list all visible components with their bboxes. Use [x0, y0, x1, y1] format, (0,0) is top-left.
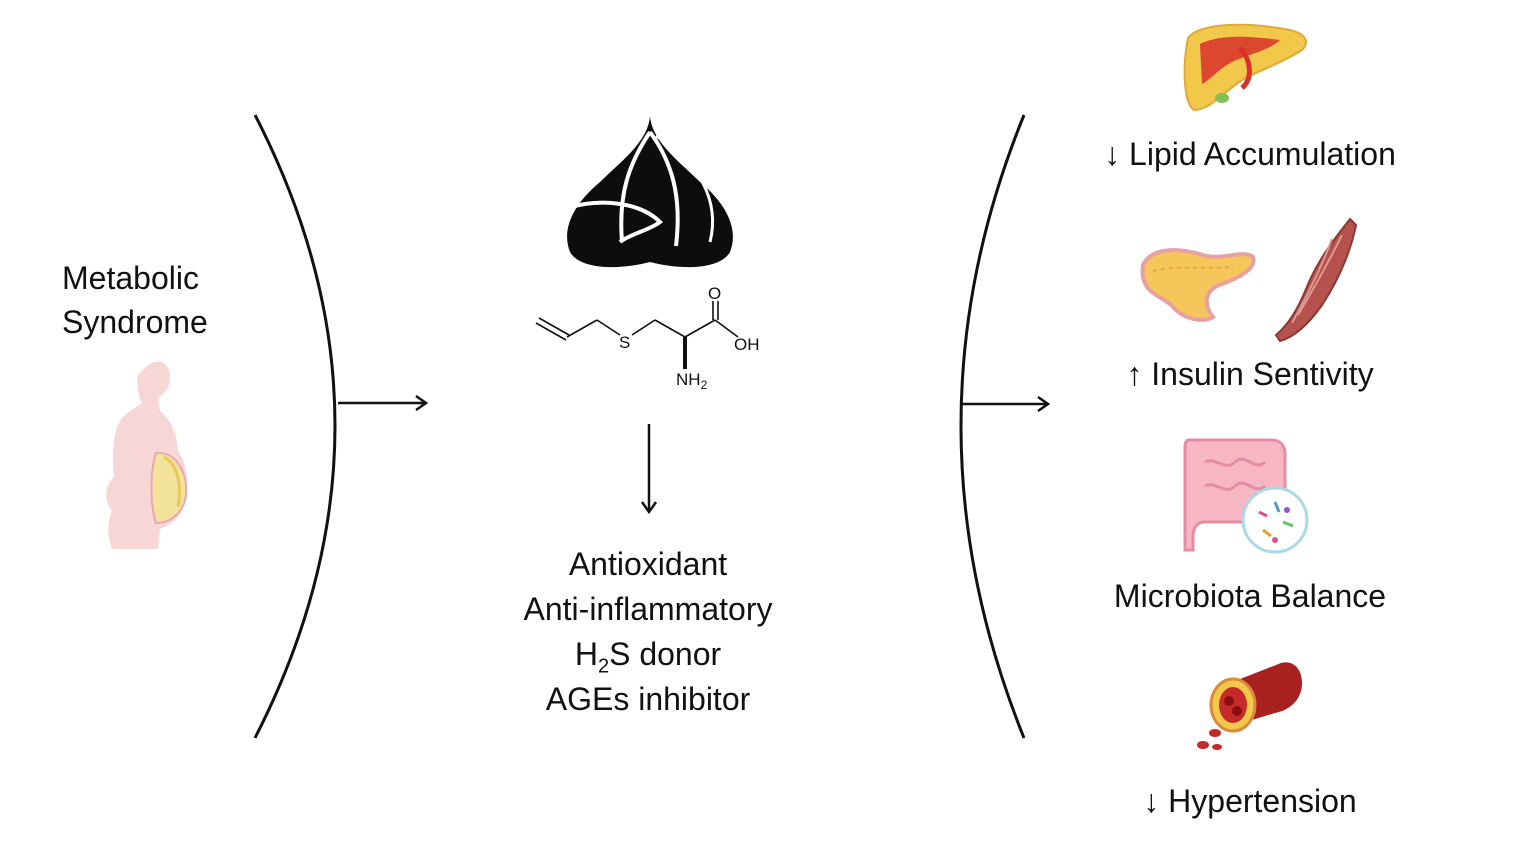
atom-nh2: NH2 — [676, 370, 708, 392]
atom-o: O — [708, 284, 721, 303]
effect-label-insulin: ↑ Insulin Sentivity — [1126, 356, 1374, 392]
h2s-rest: S donor — [609, 636, 722, 672]
liver-icon — [1183, 23, 1307, 112]
arrow-to-garlic — [338, 394, 429, 412]
blood-vessel-icon — [1197, 662, 1303, 750]
atom-n-sub: 2 — [701, 378, 708, 392]
property-h2s-donor: H2S donor — [498, 632, 798, 677]
atom-s: S — [619, 333, 630, 352]
effect-label-microbiota: Microbiota Balance — [1113, 578, 1387, 614]
atom-n: NH — [676, 370, 701, 389]
atom-oh: OH — [734, 335, 760, 354]
pancreas-icon — [1140, 248, 1256, 322]
muscle-icon — [1274, 217, 1358, 343]
left-bracket — [253, 114, 337, 739]
garlic-icon — [567, 116, 733, 268]
property-anti-inflammatory: Anti-inflammatory — [523, 591, 773, 627]
h2s-h: H — [574, 636, 598, 672]
s-allylcysteine-structure: O S OH NH2 — [535, 284, 760, 392]
arrow-down — [640, 424, 658, 515]
obese-body-icon — [106, 361, 188, 549]
property-antioxidant: Antioxidant — [568, 546, 728, 582]
right-bracket — [959, 114, 1026, 739]
intestine-microbiota-icon — [1183, 438, 1309, 554]
property-ages-inhibitor: AGEs inhibitor — [545, 681, 751, 717]
arrow-to-effects — [962, 395, 1051, 413]
h2s-sub: 2 — [597, 655, 610, 678]
effect-label-lipid: ↓ Lipid Accumulation — [1104, 136, 1396, 172]
effect-label-hypertension: ↓ Hypertension — [1143, 783, 1357, 819]
properties-list: Antioxidant Anti-inflammatory H2S donor … — [498, 542, 798, 722]
label-line-2: Syndrome — [62, 304, 208, 340]
label-line-1: Metabolic — [62, 260, 199, 296]
metabolic-syndrome-label: Metabolic Syndrome — [62, 256, 208, 344]
